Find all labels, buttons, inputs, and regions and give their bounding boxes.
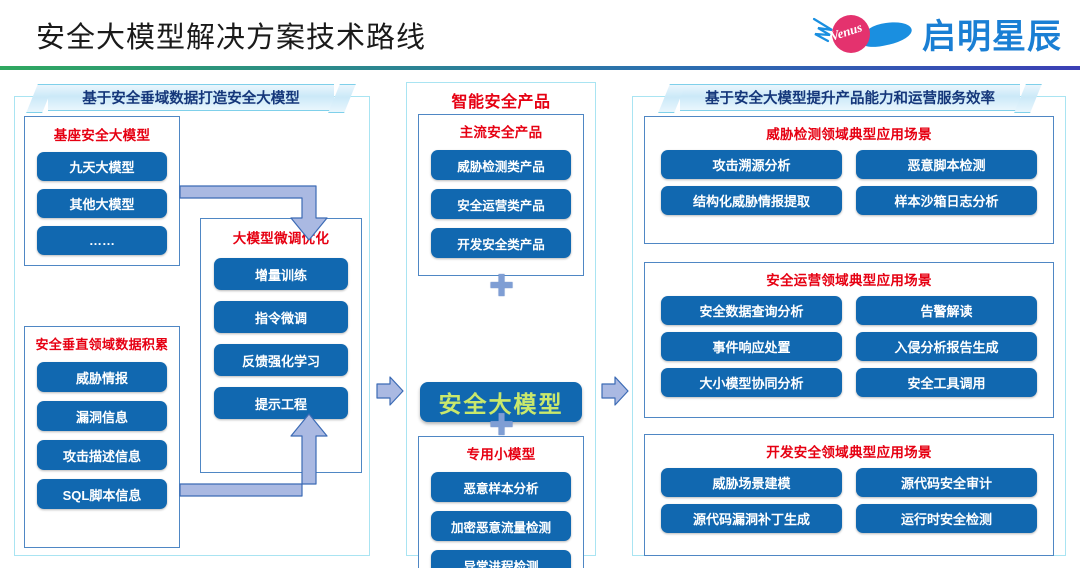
btn-attack-attribution[interactable]: 攻击溯源分析 bbox=[661, 150, 842, 179]
middle-column-title: 智能安全产品 bbox=[451, 94, 551, 111]
btn-malware-sample-analysis[interactable]: 恶意样本分析 bbox=[431, 472, 571, 502]
box-mainstream-products: 主流安全产品 威胁检测类产品 安全运营类产品 开发安全类产品 bbox=[418, 114, 584, 276]
connector-base-to-finetune-icon bbox=[179, 185, 328, 241]
box-small-models: 专用小模型 恶意样本分析 加密恶意流量检测 异常进程检测 bbox=[418, 436, 584, 568]
btn-structured-threat-intel-extraction[interactable]: 结构化威胁情报提取 bbox=[661, 186, 842, 215]
btn-abnormal-process-detection[interactable]: 异常进程检测 bbox=[431, 550, 571, 568]
page-title: 安全大模型解决方案技术路线 bbox=[36, 22, 427, 54]
btn-threat-modeling[interactable]: 威胁场景建模 bbox=[661, 468, 842, 497]
plus-icon-bottom: ✚ bbox=[489, 408, 515, 443]
box-devsec-scenarios-title: 开发安全领域典型应用场景 bbox=[766, 445, 932, 460]
ribbon-left-title: 基于安全垂域数据打造安全大模型 bbox=[48, 84, 334, 111]
btn-patch-generation[interactable]: 源代码漏洞补丁生成 bbox=[661, 504, 842, 533]
scenario-grid: 安全数据查询分析 告警解读 事件响应处置 入侵分析报告生成 大小模型协同分析 安… bbox=[645, 289, 1053, 397]
btn-malicious-script-detection[interactable]: 恶意脚本检测 bbox=[856, 150, 1037, 179]
btn-security-large-model[interactable]: 安全大模型 bbox=[420, 382, 582, 422]
btn-instruction-finetune[interactable]: 指令微调 bbox=[214, 301, 348, 333]
plus-icon-top: ✚ bbox=[489, 269, 515, 304]
btn-incremental-training[interactable]: 增量训练 bbox=[214, 258, 348, 290]
logo-star-icon bbox=[812, 17, 833, 43]
btn-security-data-query[interactable]: 安全数据查询分析 bbox=[661, 296, 842, 325]
btn-source-code-audit[interactable]: 源代码安全审计 bbox=[856, 468, 1037, 497]
btn-security-ops-products[interactable]: 安全运营类产品 bbox=[431, 189, 571, 219]
diagram-body: 基于安全垂域数据打造安全大模型 基于安全大模型提升产品能力和运营服务效率 智能安… bbox=[0, 78, 1080, 568]
arrow-middle-to-right-icon bbox=[601, 376, 629, 406]
btn-other-model[interactable]: 其他大模型 bbox=[37, 189, 167, 218]
btn-jiutian-model[interactable]: 九天大模型 bbox=[37, 152, 167, 181]
connector-data-to-finetune-icon bbox=[179, 413, 328, 497]
box-security-ops-scenarios: 安全运营领域典型应用场景 安全数据查询分析 告警解读 事件响应处置 入侵分析报告… bbox=[644, 262, 1054, 418]
box-base-model-title: 基座安全大模型 bbox=[53, 128, 151, 143]
brand-logo: Venus 启明星辰 bbox=[808, 8, 1062, 58]
btn-alert-interpretation[interactable]: 告警解读 bbox=[856, 296, 1037, 325]
box-threat-detection-scenarios-title: 威胁检测领域典型应用场景 bbox=[766, 127, 932, 142]
logo-mark: Venus bbox=[808, 9, 916, 57]
header-divider bbox=[0, 66, 1080, 70]
btn-model-collaboration-analysis[interactable]: 大小模型协同分析 bbox=[661, 368, 842, 397]
btn-threat-detection-products[interactable]: 威胁检测类产品 bbox=[431, 150, 571, 180]
box-threat-detection-scenarios: 威胁检测领域典型应用场景 攻击溯源分析 恶意脚本检测 结构化威胁情报提取 样本沙… bbox=[644, 116, 1054, 244]
box-vertical-data: 安全垂直领域数据积累 威胁情报 漏洞信息 攻击描述信息 SQL脚本信息 bbox=[24, 326, 180, 548]
btn-prompt-engineering[interactable]: 提示工程 bbox=[214, 387, 348, 419]
scenario-grid: 威胁场景建模 源代码安全审计 源代码漏洞补丁生成 运行时安全检测 bbox=[645, 461, 1053, 533]
btn-more-models[interactable]: …… bbox=[37, 226, 167, 255]
ribbon-right-title: 基于安全大模型提升产品能力和运营服务效率 bbox=[680, 84, 1020, 111]
btn-security-tool-invocation[interactable]: 安全工具调用 bbox=[856, 368, 1037, 397]
box-base-model: 基座安全大模型 九天大模型 其他大模型 …… bbox=[24, 116, 180, 266]
logo-chinese-name: 启明星辰 bbox=[922, 16, 1062, 57]
btn-vuln-info[interactable]: 漏洞信息 bbox=[37, 401, 167, 431]
box-security-ops-scenarios-title: 安全运营领域典型应用场景 bbox=[766, 273, 932, 288]
logo-circle-icon bbox=[832, 15, 870, 53]
btn-encrypted-traffic-detection[interactable]: 加密恶意流量检测 bbox=[431, 511, 571, 541]
btn-sandbox-log-analysis[interactable]: 样本沙箱日志分析 bbox=[856, 186, 1037, 215]
box-vertical-data-title: 安全垂直领域数据积累 bbox=[35, 337, 169, 352]
scenario-grid: 攻击溯源分析 恶意脚本检测 结构化威胁情报提取 样本沙箱日志分析 bbox=[645, 143, 1053, 215]
slide-header: 安全大模型解决方案技术路线 Venus 启明星辰 bbox=[0, 0, 1080, 70]
box-finetune: 大模型微调优化 增量训练 指令微调 反馈强化学习 提示工程 bbox=[200, 218, 362, 473]
box-mainstream-products-title: 主流安全产品 bbox=[459, 125, 543, 140]
arrow-left-to-middle-icon bbox=[376, 376, 404, 406]
box-small-models-title: 专用小模型 bbox=[466, 447, 536, 462]
btn-sql-script-info[interactable]: SQL脚本信息 bbox=[37, 479, 167, 509]
btn-intrusion-report-generation[interactable]: 入侵分析报告生成 bbox=[856, 332, 1037, 361]
btn-devsec-products[interactable]: 开发安全类产品 bbox=[431, 228, 571, 258]
btn-incident-response[interactable]: 事件响应处置 bbox=[661, 332, 842, 361]
box-devsec-scenarios: 开发安全领域典型应用场景 威胁场景建模 源代码安全审计 源代码漏洞补丁生成 运行… bbox=[644, 434, 1054, 556]
btn-rlhf[interactable]: 反馈强化学习 bbox=[214, 344, 348, 376]
btn-attack-desc[interactable]: 攻击描述信息 bbox=[37, 440, 167, 470]
btn-threat-intel[interactable]: 威胁情报 bbox=[37, 362, 167, 392]
btn-runtime-security-detection[interactable]: 运行时安全检测 bbox=[856, 504, 1037, 533]
